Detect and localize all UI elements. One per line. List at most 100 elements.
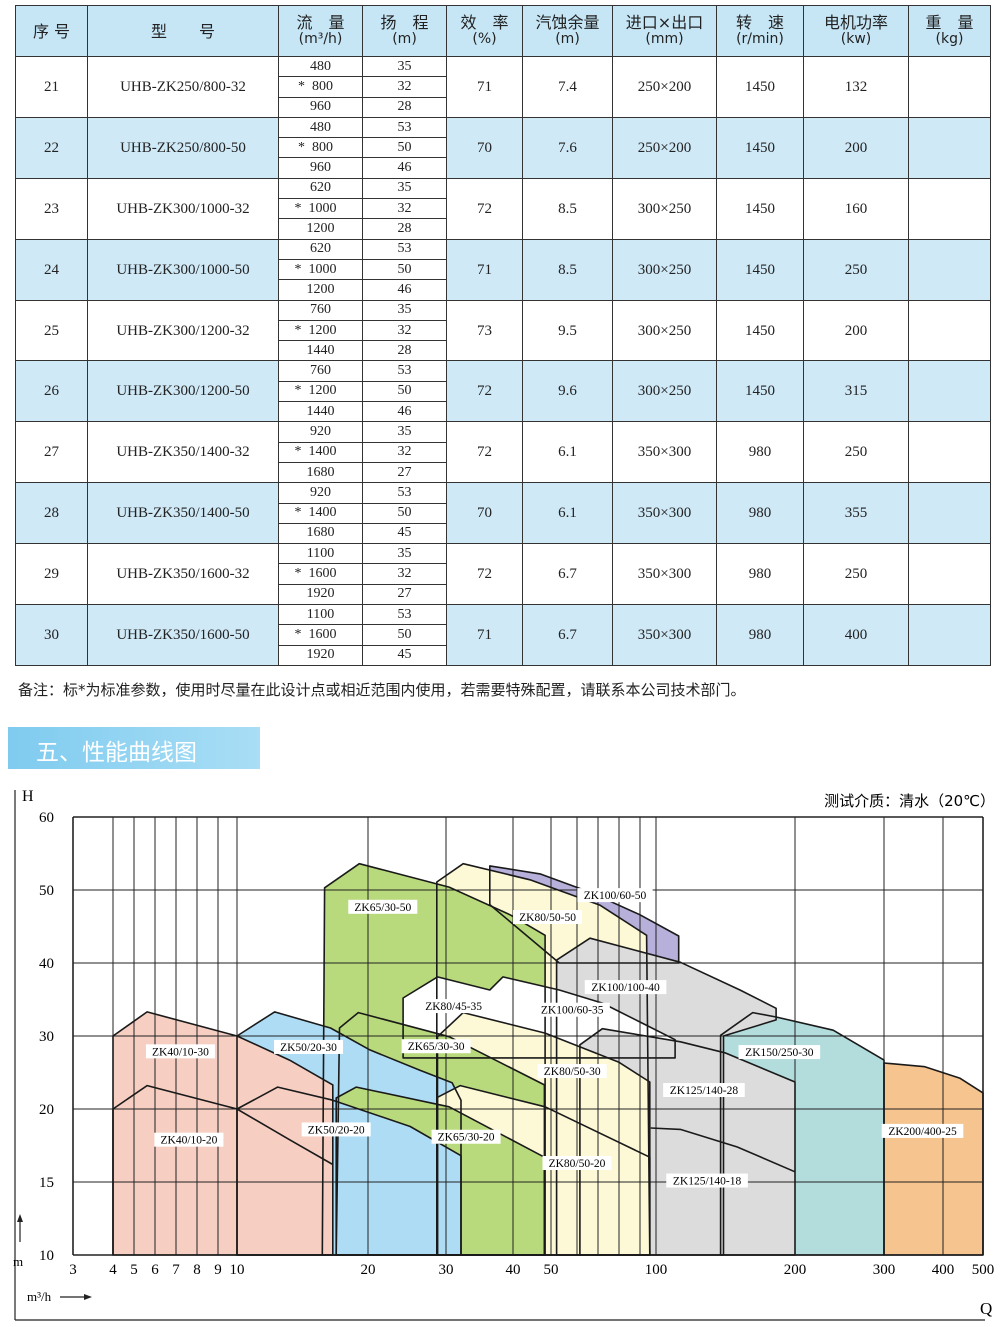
flow-value: 920 [310,423,331,439]
label-text: ZK50/20-30 [280,1042,337,1054]
cell-head: 27 [362,583,447,606]
cell-size: 350×300 [612,543,717,606]
cell-model: UHB-ZK250/800-50 [87,116,279,179]
region-label: ZK80/45-35 [419,999,489,1014]
label-box [881,1123,964,1138]
cell-flow: 480 [278,116,363,139]
cell-eff: 72 [446,360,523,423]
label-box [145,1044,215,1059]
flow-value: 620 [310,180,331,196]
x-tick-label: 4 [109,1262,117,1278]
cell-no: 26 [15,360,88,423]
cell-head: 45 [362,644,447,666]
label-box [274,1039,344,1054]
standard-point-star: * [294,322,302,338]
cell-flow: 1920 [278,583,363,606]
cell-model: UHB-ZK350/1600-32 [87,543,279,606]
cell-size: 250×200 [612,116,717,179]
cell-model: UHB-ZK300/1200-50 [87,360,279,423]
cell-head: 50 [362,137,447,159]
region-label: ZK125/140-18 [666,1173,748,1188]
label-text: ZK200/400-25 [888,1126,957,1138]
cell-flow: 1200 [278,279,363,301]
region-label: ZK100/60-50 [577,888,653,903]
cell-size: 350×300 [612,604,717,666]
section-header-bar: 五、性能曲线图 [8,727,260,769]
region-outline [488,865,680,964]
cell-weight [908,482,991,545]
label-text: ZK100/60-35 [541,1005,604,1017]
x-tick-label: 30 [439,1262,454,1278]
cell-npsh: 6.1 [522,421,613,484]
region-outline [112,1011,334,1256]
cell-speed: 980 [716,543,804,606]
standard-point-star: * [294,505,302,521]
cell-size: 300×250 [612,238,717,301]
y-tick-label: 30 [39,1029,54,1045]
cell-head: 50 [362,624,447,646]
column-header-unit: (m) [392,31,417,47]
x-tick-label: 10 [230,1262,245,1278]
cell-flow: *1600 [278,563,363,585]
cell-head: 28 [362,96,447,118]
flow-value: 1920 [306,647,335,663]
cell-head: 53 [362,360,447,382]
cell-flow: *1600 [278,624,363,646]
region-label: ZK80/50-30 [537,1064,607,1079]
column-header-label: 流 量 [296,13,345,32]
region-label: ZK80/50-50 [513,910,583,925]
column-header-label: 重 量 [925,13,974,32]
column-header: 重 量(kg) [908,5,991,57]
column-header-label: 汽蚀余量 [535,13,600,32]
cell-flow: *1000 [278,198,363,220]
label-text: ZK65/30-50 [354,902,411,914]
cell-flow: 1440 [278,401,363,423]
cell-weight [908,116,991,179]
column-header: 扬 程(m) [362,5,447,57]
cell-flow: 620 [278,238,363,260]
flow-value: 760 [310,363,331,379]
cell-eff: 71 [446,604,523,666]
cell-npsh: 8.5 [522,177,613,240]
cell-flow: 920 [278,482,363,504]
cell-flow: *1000 [278,258,363,281]
cell-head: 50 [362,502,447,524]
section-title: 五、性能曲线图 [36,740,197,766]
cell-npsh: 8.5 [522,238,613,301]
cell-size: 300×250 [612,177,717,240]
cell-weight [908,421,991,484]
y-tick-label: 20 [39,1102,54,1118]
cell-weight [908,604,991,666]
column-header: 序 号 [15,5,88,57]
cell-size: 300×250 [612,360,717,423]
cell-npsh: 6.7 [522,604,613,666]
label-text: ZK65/30-20 [438,1132,495,1144]
cell-speed: 980 [716,421,804,484]
label-text: ZK100/100-40 [591,982,660,994]
cell-no: 22 [15,116,88,179]
flow-value: 1440 [306,342,335,358]
x-unit-label: m³/h [27,1289,52,1304]
standard-point-star: * [294,261,302,277]
column-header: 转 速(r/min) [716,5,804,57]
x-tick-label: 3 [69,1262,77,1278]
cell-head: 28 [362,218,447,240]
cell-size: 350×300 [612,482,717,545]
region-label: ZK40/10-20 [154,1132,224,1147]
flow-value: 800 [312,78,333,94]
cell-power: 355 [803,482,909,545]
label-box [738,1045,821,1060]
